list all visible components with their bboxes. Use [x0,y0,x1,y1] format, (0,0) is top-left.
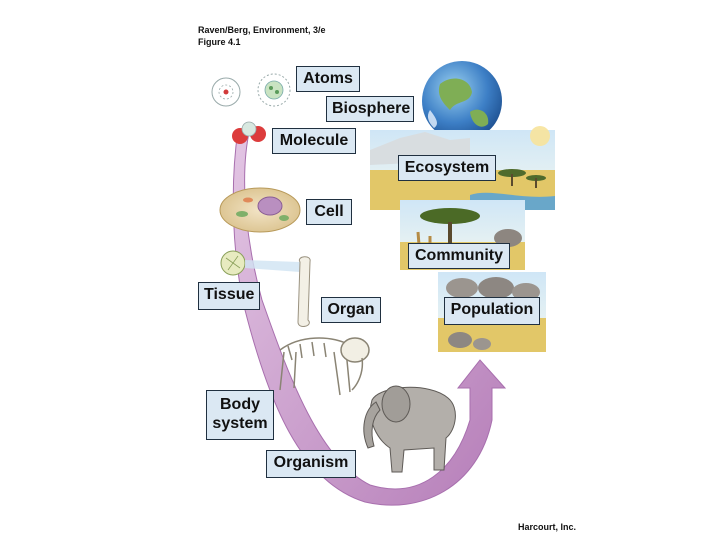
molecule-illustration [232,121,266,144]
levels-arrow [232,127,507,506]
label-atoms: Atoms [296,66,360,92]
earth-globe [422,61,502,141]
bone-illustration [297,256,311,327]
label-tissue: Tissue [198,282,260,310]
figure-number: Figure 4.1 [198,37,241,47]
label-population: Population [444,297,540,325]
label-biosphere: Biosphere [326,96,414,122]
atom-illustration [211,73,291,107]
skeleton-illustration [279,337,370,396]
label-body-system: Body system [206,390,274,440]
cell-illustration [219,187,301,233]
figure-source: Raven/Berg, Environment, 3/e [198,25,326,35]
label-ecosystem: Ecosystem [398,155,496,181]
label-community: Community [408,243,510,269]
label-molecule: Molecule [272,128,356,154]
label-cell: Cell [306,199,352,225]
label-organ: Organ [321,297,381,323]
tissue-illustration [220,250,300,276]
label-organism: Organism [266,450,356,478]
elephant-illustration [363,385,456,473]
publisher-credit: Harcourt, Inc. [518,522,577,532]
